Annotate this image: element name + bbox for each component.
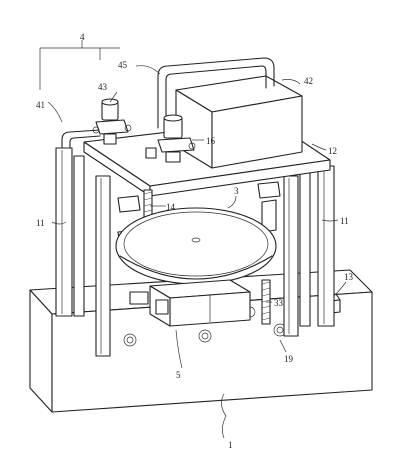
leader-lines: [39, 40, 347, 439]
control-box-42: [175, 75, 303, 169]
label-12: 12: [328, 146, 337, 156]
label-45: 45: [118, 60, 128, 70]
valve-43: [92, 98, 132, 145]
label-14: 14: [166, 202, 176, 212]
label-5: 5: [176, 370, 181, 380]
pipe-41: [61, 129, 101, 149]
valve-16: [145, 114, 196, 163]
pipe-45: [157, 57, 275, 129]
columns-11: [55, 147, 335, 357]
label-43: 43: [98, 82, 108, 92]
label-16: 16: [206, 136, 216, 146]
label-11-left: 11: [36, 218, 45, 228]
label-11-right: 11: [340, 216, 349, 226]
label-4: 4: [80, 32, 85, 42]
label-42: 42: [304, 76, 313, 86]
label-19: 19: [284, 354, 294, 364]
label-13: 13: [344, 272, 354, 282]
label-1: 1: [228, 440, 233, 450]
label-3: 3: [234, 186, 239, 196]
label-33: 33: [274, 298, 284, 308]
motor-5: [129, 279, 251, 327]
dish-3: [115, 207, 277, 285]
part-labels: 4 43 45 42 41 16 12 11 14 3 11 13 33 19 …: [36, 32, 354, 450]
label-41: 41: [36, 100, 45, 110]
